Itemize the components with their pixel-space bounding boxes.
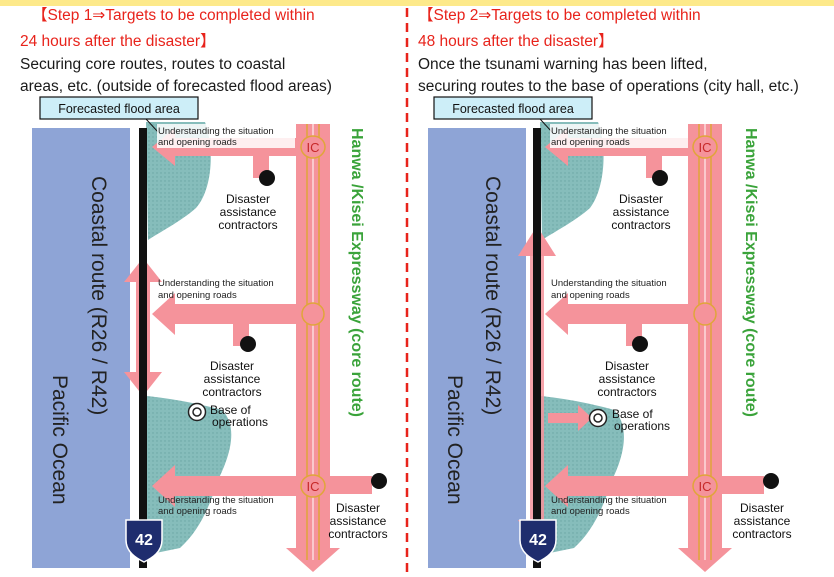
contractor-label-line1: Disaster — [740, 501, 784, 515]
ic-node — [692, 135, 718, 159]
top-banner-strip — [0, 0, 834, 6]
contractor-dot — [632, 336, 648, 352]
step1-desc-line2: areas, etc. (outside of forecasted flood… — [20, 78, 332, 95]
base-label-line1: Base of — [612, 407, 653, 421]
contractor-label-line3: contractors — [202, 385, 261, 399]
step1-map: IC IC 42 Forecasted flood area Understan… — [32, 96, 388, 572]
contractor-label-line2: assistance — [204, 372, 261, 386]
ocean-label: Pacific Ocean — [443, 375, 466, 505]
contractor-label-line1: Disaster — [210, 359, 254, 373]
expressway-label: Hanwa /Kisei Expressway (core route) — [348, 128, 365, 417]
route-shield-label: 42 — [135, 532, 153, 549]
arrow-row3 — [568, 476, 690, 496]
situation-label-line1: Understanding the situation — [158, 126, 274, 137]
contractor-label-line2: assistance — [220, 205, 277, 219]
situation-label-line1: Understanding the situation — [158, 495, 274, 506]
situation-label-line2: and opening roads — [551, 137, 630, 148]
situation-label-line1: Understanding the situation — [551, 278, 667, 289]
base-label-line2: operations — [614, 419, 670, 433]
contractor-label-line3: contractors — [611, 218, 670, 232]
situation-label-line2: and opening roads — [551, 290, 630, 301]
step1-title-line2: 24 hours after the disaster】 — [20, 33, 216, 50]
contractor-label-line1: Disaster — [336, 501, 380, 515]
ocean-label: Pacific Ocean — [48, 375, 71, 505]
situation-label-line1: Understanding the situation — [158, 278, 274, 289]
contractor-label-line2: assistance — [734, 514, 791, 528]
step2-map: IC IC 42 Forecasted flood area Understan… — [428, 96, 792, 572]
step2-desc-line1: Once the tsunami warning has been lifted… — [418, 56, 708, 73]
step2-title-line2: 48 hours after the disaster】 — [418, 33, 614, 50]
ic-label: IC — [699, 140, 712, 155]
arrow-row3 — [175, 476, 297, 496]
arrow-row2 — [568, 304, 690, 324]
ocean-area — [428, 128, 526, 568]
step2-title-line1: 【Step 2⇒Targets to be completed within — [418, 7, 701, 24]
contractor-label-line3: contractors — [732, 527, 791, 541]
contractor-dot — [652, 170, 668, 186]
ic-label: IC — [307, 479, 320, 494]
arrow-row2 — [175, 304, 297, 324]
contractor-label-line2: assistance — [613, 205, 670, 219]
flood-area-south — [540, 396, 624, 555]
contractor-label-line2: assistance — [330, 514, 387, 528]
flood-area-legend — [39, 96, 199, 120]
coastal-route-label: Coastal route (R26 / R42) — [481, 176, 504, 415]
flood-legend-label: Forecasted flood area — [452, 102, 574, 116]
situation-label-line2: and opening roads — [158, 290, 237, 301]
situation-label-line2: and opening roads — [158, 506, 237, 517]
situation-label-line1: Understanding the situation — [551, 126, 667, 137]
route-42-shield — [519, 519, 557, 563]
flood-area-south — [146, 396, 232, 555]
flood-legend-label: Forecasted flood area — [58, 102, 180, 116]
ic-node — [692, 474, 718, 498]
route-42-shield — [125, 519, 163, 563]
contractor-label-line3: contractors — [328, 527, 387, 541]
situation-label-line2: and opening roads — [158, 137, 237, 148]
contractor-dot — [240, 336, 256, 352]
ocean-area — [32, 128, 130, 568]
base-label-line2: operations — [212, 415, 268, 429]
contractor-label-line3: contractors — [597, 385, 656, 399]
contractor-dot — [371, 473, 387, 489]
ic-node — [300, 474, 326, 498]
contractor-label-line1: Disaster — [605, 359, 649, 373]
situation-label-line1: Understanding the situation — [551, 495, 667, 506]
contractor-label-line2: assistance — [599, 372, 656, 386]
contractor-dot — [259, 170, 275, 186]
step1-desc-line1: Securing core routes, routes to coastal — [20, 56, 286, 73]
contractor-label-line1: Disaster — [619, 192, 663, 206]
expressway-label: Hanwa /Kisei Expressway (core route) — [742, 128, 759, 417]
coastal-road-line — [139, 128, 147, 568]
step2-desc-line2: securing routes to the base of operation… — [418, 78, 799, 95]
ic-label: IC — [307, 140, 320, 155]
contractor-label-line3: contractors — [218, 218, 277, 232]
base-label-line1: Base of — [210, 403, 251, 417]
route-shield-label: 42 — [529, 532, 547, 549]
flood-area-legend — [433, 96, 593, 120]
step1-title-line1: 【Step 1⇒Targets to be completed within — [32, 7, 315, 24]
contractor-label-line1: Disaster — [226, 192, 270, 206]
ic-label: IC — [699, 479, 712, 494]
coastal-road-line — [533, 128, 541, 568]
situation-label-line2: and opening roads — [551, 506, 630, 517]
coastal-route-label: Coastal route (R26 / R42) — [87, 176, 110, 415]
contractor-dot — [763, 473, 779, 489]
ic-node — [300, 135, 326, 159]
